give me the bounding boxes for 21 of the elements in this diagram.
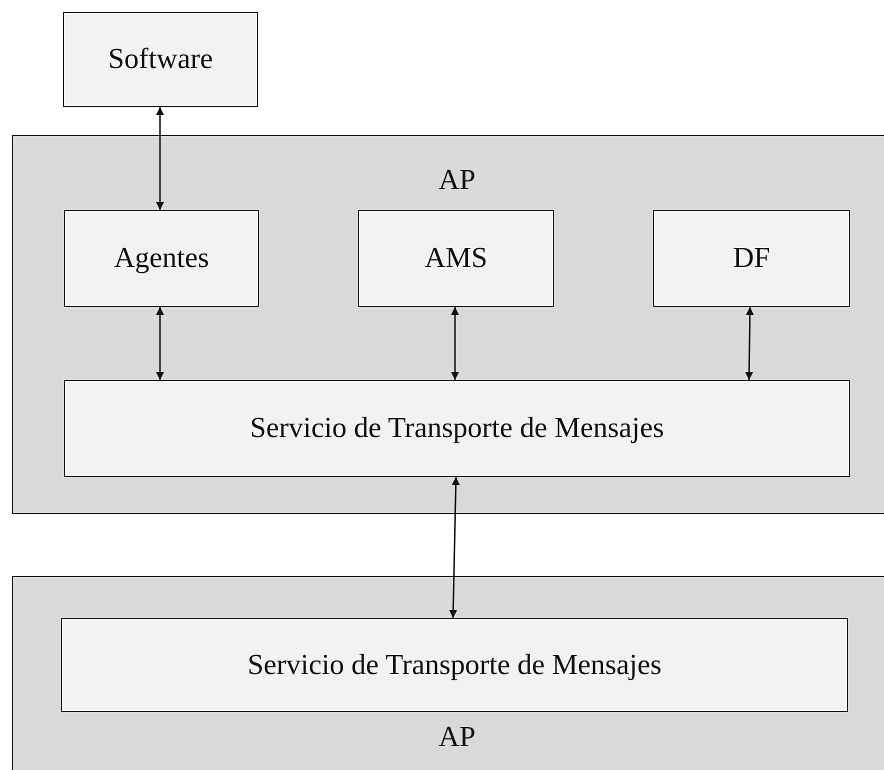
double-arrow (449, 476, 460, 618)
box-label: Agentes (114, 242, 210, 275)
box-label: AMS (424, 242, 488, 275)
box-label: Servicio de Transporte de Mensajes (248, 648, 662, 682)
box-label: DF (732, 242, 770, 275)
box-label: Servicio de Transporte de Mensajes (250, 412, 664, 445)
component-box (61, 618, 848, 712)
component-box (358, 210, 554, 307)
component-box (64, 210, 259, 307)
component-box (64, 380, 850, 477)
double-arrow (156, 307, 164, 380)
double-arrow (156, 107, 164, 210)
component-box (653, 210, 850, 307)
double-arrow (451, 307, 459, 380)
panel-label: AP (437, 721, 477, 754)
box-label: Software (108, 43, 213, 76)
double-arrow (745, 306, 754, 380)
platform-panel (12, 576, 884, 770)
panel-label: AP (437, 164, 477, 197)
component-box (63, 12, 258, 107)
platform-panel (12, 135, 884, 514)
